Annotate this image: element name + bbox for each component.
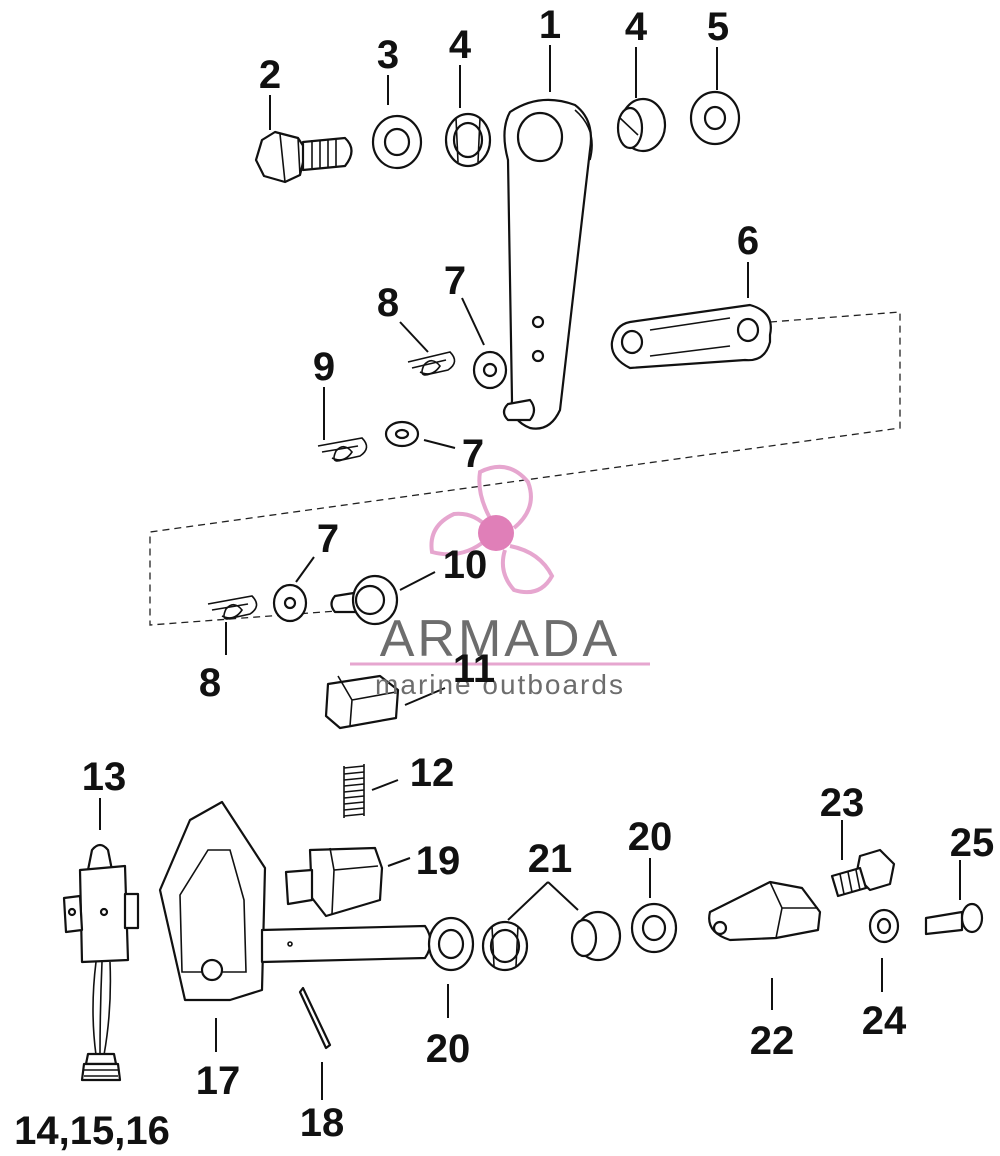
callout-18: 18 <box>300 1101 345 1145</box>
callout-25: 25 <box>950 821 995 865</box>
callout-6: 6 <box>737 219 759 263</box>
part-21-bushing-right <box>570 910 622 962</box>
part-3-washer <box>371 114 423 170</box>
part-4-bushing <box>444 112 492 168</box>
part-4-bushing-right <box>616 97 667 153</box>
callout-12: 12 <box>410 751 455 795</box>
leader-lines <box>99 45 961 1100</box>
part-19-bracket <box>284 846 384 918</box>
callout-4-right: 4 <box>625 5 648 49</box>
part-8-clip-lower <box>207 595 258 620</box>
part-22-bracket <box>708 880 822 942</box>
callout-1: 1 <box>539 3 561 47</box>
watermark-tagline: marine outboards <box>375 669 625 700</box>
part-12-spring <box>343 764 365 818</box>
part-11-block <box>324 674 400 730</box>
part-1-lever-arm <box>502 98 593 430</box>
callout-10: 10 <box>443 543 488 587</box>
propeller-logo <box>429 464 555 595</box>
callout-19: 19 <box>416 839 461 883</box>
callout-17: 17 <box>196 1059 241 1103</box>
part-9-clip <box>317 437 368 462</box>
callout-4: 4 <box>449 23 472 67</box>
callout-labels: 2 3 4 1 4 5 6 7 8 9 7 7 10 8 11 12 13 19… <box>14 3 994 1153</box>
part-23-bolt <box>830 848 896 898</box>
part-24-washer <box>868 908 900 944</box>
part-8-clip <box>407 351 456 376</box>
callout-20-left: 20 <box>426 1027 471 1071</box>
part-6-link <box>610 303 772 370</box>
part-13-switch <box>62 843 140 1082</box>
callout-20-right: 20 <box>628 815 673 859</box>
part-17-plate <box>158 800 432 1002</box>
part-21-bushing <box>481 920 529 972</box>
part-2-bolt <box>254 130 353 184</box>
callout-21: 21 <box>528 837 573 881</box>
part-20-washer-right <box>630 902 678 954</box>
callout-11: 11 <box>453 647 495 691</box>
callout-8-lower: 8 <box>199 661 221 705</box>
callout-13: 13 <box>82 755 127 799</box>
part-25-stud <box>924 902 984 936</box>
propeller-hub <box>478 515 514 551</box>
callout-7-upper: 7 <box>444 259 466 303</box>
callout-3: 3 <box>377 33 399 77</box>
watermark-brand: ARMADA <box>380 610 620 668</box>
callout-7-lower: 7 <box>317 517 339 561</box>
part-18-pin <box>298 986 332 1050</box>
callout-9: 9 <box>313 345 335 389</box>
part-5-washer <box>689 90 741 146</box>
callout-14-15-16: 14,15,16 <box>14 1109 170 1153</box>
callout-5: 5 <box>707 5 729 49</box>
part-7-washer-mid <box>384 420 420 448</box>
callout-22: 22 <box>750 1019 795 1063</box>
callout-7-mid: 7 <box>462 432 484 476</box>
callout-23: 23 <box>820 781 865 825</box>
part-10-knob <box>330 574 399 626</box>
watermark: ARMADA marine outboards <box>350 464 650 700</box>
callout-2: 2 <box>259 53 281 97</box>
callout-24: 24 <box>862 999 907 1043</box>
part-20-washer <box>427 916 475 972</box>
callout-8-upper: 8 <box>377 281 399 325</box>
part-7-washer <box>472 350 508 390</box>
part-7-washer-lower <box>272 583 308 623</box>
